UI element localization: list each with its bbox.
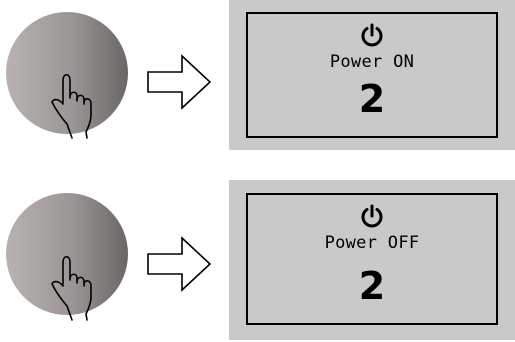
display-screen: Power ON 2: [246, 12, 498, 138]
touch-knob[interactable]: [0, 182, 140, 342]
touch-knob[interactable]: [0, 0, 140, 160]
display-panel: Power OFF 2: [229, 180, 515, 340]
right-arrow-outline-icon: [144, 52, 214, 112]
knob-circle: [6, 193, 128, 315]
power-status-text: Power ON: [329, 52, 415, 72]
knob-circle: [6, 12, 128, 134]
knob-with-hand: [6, 12, 128, 139]
display-panel: Power ON 2: [229, 0, 515, 150]
right-arrow-outline-icon: [144, 234, 214, 294]
power-icon: [359, 204, 385, 230]
power-status-text: Power OFF: [324, 233, 420, 253]
power-icon: [359, 23, 385, 49]
pointing-hand-icon: [51, 255, 92, 321]
level-value: 2: [358, 264, 386, 308]
step-power-off: Power OFF 2: [0, 180, 515, 342]
step-power-on: Power ON 2: [0, 0, 515, 160]
display-screen: Power OFF 2: [246, 193, 498, 325]
knob-with-hand: [6, 193, 128, 321]
pointing-hand-icon: [51, 73, 92, 139]
level-value: 2: [358, 77, 386, 121]
